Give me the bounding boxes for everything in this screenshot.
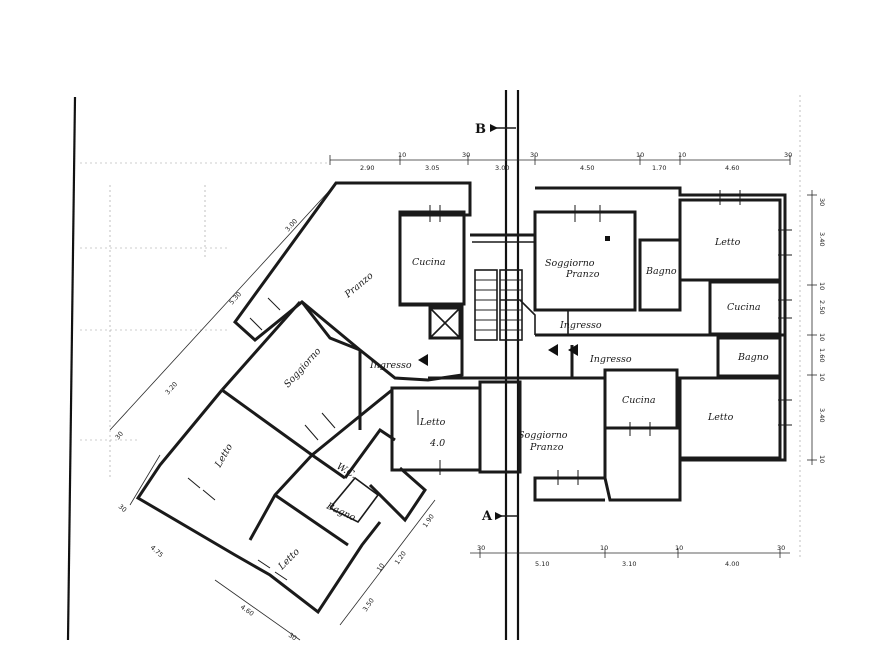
- dim-top-3: 3.05: [425, 164, 439, 172]
- dim-right-3: 10: [818, 282, 826, 290]
- room-label-pranzo-se: Pranzo: [529, 442, 564, 453]
- room-label-cucina-nw: Cucina: [412, 257, 446, 268]
- dimension-line-bottom: 30 5.10 10 3.10 10 4.00 30: [470, 544, 790, 568]
- dim-bottom-1: 30: [477, 544, 485, 552]
- dim-left-4: 30: [114, 430, 125, 442]
- room-label-soggiorno-se: Soggiorno: [518, 430, 568, 441]
- dim-bottom-2: 5.10: [535, 560, 549, 568]
- dim-top-4: 30: [462, 151, 470, 159]
- room-label-letto-ne: Letto: [714, 237, 741, 248]
- dim-left-1: 3.00: [284, 217, 300, 233]
- staircase: [474, 269, 536, 341]
- dim-right-7: 10: [818, 373, 826, 381]
- dim-bottom-5: 10: [675, 544, 683, 552]
- dim-top-2: 10: [398, 151, 406, 159]
- room-label-soggiorno-ne: Soggiorno: [545, 258, 595, 269]
- dim-right-6: 1.60: [818, 348, 826, 362]
- dim-bdiag-4: 3.50: [361, 597, 376, 613]
- scan-noise: [80, 95, 801, 560]
- central-core-walls: [390, 210, 535, 474]
- dim-bottom-6: 4.00: [725, 560, 739, 568]
- east-wing-walls: [520, 186, 787, 502]
- room-label-cucina-e: Cucina: [622, 395, 656, 406]
- dim-top-6: 30: [530, 151, 538, 159]
- dim-right-1: 30: [818, 198, 826, 206]
- dim-top-8: 10: [636, 151, 644, 159]
- section-axis: [504, 90, 520, 640]
- section-marker-a: A: [481, 509, 518, 524]
- dim-bottom-3: 10: [600, 544, 608, 552]
- dim-bdiag-3: 10: [375, 562, 386, 573]
- dim-right-2: 3.40: [818, 232, 826, 246]
- room-label-ingresso-ne: Ingresso: [559, 320, 602, 331]
- dim-top-7: 4.50: [580, 164, 594, 172]
- dim-left-3: 3.20: [164, 380, 180, 396]
- entrance-arrows: [418, 236, 610, 366]
- dimension-line-top: 2.90 10 3.05 30 3.00 30 4.50 10 1.70 10 …: [329, 151, 792, 172]
- dim-right-5: 10: [818, 333, 826, 341]
- dim-left-5: 4.75: [149, 544, 165, 560]
- dim-left-2: 5.30: [228, 290, 244, 306]
- frame-line-left: [66, 96, 77, 641]
- dim-right-8: 3.40: [818, 408, 826, 422]
- room-label-letto-e: Letto: [707, 412, 734, 423]
- dim-top-11: 4.60: [725, 164, 739, 172]
- dim-bdiag-5: 4.60: [239, 603, 255, 618]
- room-label-letto-bottom-left: Letto: [276, 546, 303, 573]
- dimension-line-bottom-diagonal: 1.90 1.20 10 3.50 4.60 30: [214, 499, 436, 642]
- room-label-bagno-left: Bagno: [324, 500, 358, 523]
- dim-top-9: 1.70: [652, 164, 666, 172]
- room-label-ingresso-e: Ingresso: [589, 354, 632, 365]
- room-label-ingresso-left: Ingresso: [369, 360, 412, 371]
- dim-top-12: 30: [784, 151, 792, 159]
- west-wing-walls: [135, 181, 472, 615]
- wall-ticks: [187, 190, 792, 581]
- dim-right-9: 10: [818, 455, 826, 463]
- dimension-line-right: 30 3.40 10 2.50 10 1.60 10 3.40 10: [807, 190, 826, 465]
- room-label-letto-left-big: Letto: [213, 442, 236, 471]
- room-label-soggiorno-left: Soggiorno: [282, 346, 324, 390]
- dim-left-6: 30: [117, 503, 129, 514]
- dim-top-1: 2.90: [360, 164, 374, 172]
- section-label-b: B: [475, 122, 486, 137]
- dim-bottom-4: 3.10: [622, 560, 636, 568]
- room-label-bagno-e: Bagno: [737, 352, 769, 363]
- room-label-bagno-ne: Bagno: [645, 266, 677, 277]
- dim-top-5: 3.00: [495, 164, 509, 172]
- room-label-letto-left-center-sub: 4.0: [429, 438, 445, 449]
- room-label-pranzo-ne: Pranzo: [565, 269, 600, 280]
- dim-bottom-7: 30: [777, 544, 785, 552]
- room-label-pranzo-left: Pranzo: [342, 270, 376, 301]
- room-labels: Pranzo Cucina Soggiorno Ingresso Letto L…: [213, 237, 769, 573]
- room-label-letto-left-center: Letto: [419, 417, 446, 428]
- room-label-cucina-ne: Cucina: [727, 302, 761, 313]
- section-label-a: A: [481, 509, 493, 524]
- section-marker-b: B: [475, 122, 516, 137]
- dim-right-4: 2.50: [818, 300, 826, 314]
- dim-bdiag-6: 30: [287, 631, 298, 642]
- dim-top-10: 10: [678, 151, 686, 159]
